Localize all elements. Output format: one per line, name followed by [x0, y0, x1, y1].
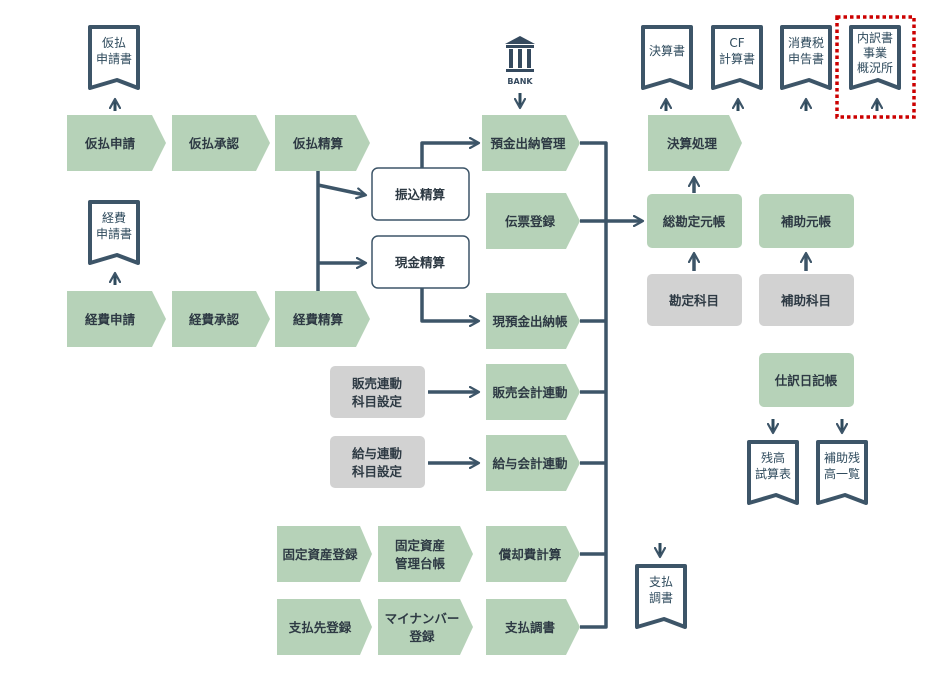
- label-karibarai-shinsei: 仮払申請: [84, 136, 136, 151]
- process-shiharai-chosho: [486, 599, 580, 655]
- doclabel-keihi-1: 経費: [102, 210, 126, 225]
- label-mynumber-toroku-2: 登録: [408, 629, 435, 644]
- box-furikomi-seisan: [371, 167, 470, 221]
- doc-shohizei-shinkokusho: [780, 25, 832, 90]
- master-hanbai-settei: [330, 366, 425, 418]
- doclabel-shiharai-2: 調書: [649, 591, 673, 605]
- doclabel-shiharai-1: 支払: [649, 575, 673, 589]
- label-denpyo-toroku: 伝票登録: [505, 214, 556, 229]
- label-kanjo-kamoku: 勘定科目: [669, 293, 719, 308]
- doclabel-zandaka-1: 残高: [761, 450, 785, 465]
- label-sokanjo-motocho: 総勘定元帳: [663, 214, 726, 229]
- box-genkin-seisan: [371, 235, 470, 289]
- process-keihi-shonin: [172, 291, 270, 347]
- document-arrows: [115, 93, 877, 556]
- doclabel-cf-1: CF: [729, 36, 744, 50]
- label-hanbai-settei-2: 科目設定: [352, 394, 403, 409]
- doclabel-hojo-zandaka-2: 高一覧: [824, 466, 860, 481]
- label-shiharai-chosho: 支払調書: [504, 620, 556, 635]
- label-kyuyo-settei-1: 給与連動: [352, 446, 402, 461]
- label-hojo-motocho: 補助元帳: [780, 214, 832, 229]
- label-kotei-shisan-toroku: 固定資産登録: [282, 547, 358, 562]
- highlight-frame: [835, 15, 916, 119]
- label-hanbai-renkei: 販売会計連動: [492, 385, 567, 400]
- doclabel-karibarai-2: 申請書: [96, 52, 132, 66]
- process-nodes: [67, 115, 854, 655]
- doclabel-kessansho: 決算書: [649, 43, 685, 58]
- doclabel-shohizei-1: 消費税: [788, 35, 824, 50]
- label-shiharaisaki-toroku: 支払先登録: [288, 620, 352, 635]
- process-karibarai-seisan: [275, 115, 370, 171]
- label-hojo-kamoku: 補助科目: [780, 293, 831, 308]
- process-mynumber-toroku: [378, 599, 473, 655]
- process-kyuyo-renkei: [486, 435, 580, 491]
- settlement-boxes: [371, 167, 470, 289]
- label-keihi-shinsei: 経費申請: [85, 312, 136, 327]
- document-icons: [88, 25, 901, 629]
- process-shiwake-nikkicho: [759, 353, 854, 407]
- label-kessan-shori: 決算処理: [667, 136, 718, 151]
- label-shiwake-nikkicho: 仕訳日記帳: [774, 373, 838, 388]
- connector-lines: [316, 143, 806, 629]
- label-hanbai-settei-1: 販売連動: [352, 376, 402, 391]
- doclabel-hojo-zandaka-1: 補助残: [824, 451, 860, 465]
- process-karibarai-shinsei: [67, 115, 166, 171]
- doc-zandaka-shisanhyo: [747, 440, 799, 505]
- label-furikomi-seisan: 振込精算: [395, 187, 446, 202]
- label-kotei-shisan-kanri-2: 管理台帳: [395, 556, 446, 571]
- process-denpyo-toroku: [486, 193, 580, 249]
- label-kyuyo-renkei: 給与会計連動: [492, 456, 567, 471]
- process-hanbai-renkei: [486, 364, 580, 420]
- label-shokyakuhi: 償却費計算: [498, 547, 562, 562]
- process-kotei-shisan-kanri: [378, 526, 473, 582]
- master-hojo-kamoku: [759, 274, 854, 326]
- process-shiharaisaki-toroku: [277, 599, 372, 655]
- document-labels: 仮払 申請書 経費 申請書 決算書 CF 計算書 消費税 申告書 内訳書 事業 …: [96, 30, 893, 605]
- bank-icon: BANK: [505, 36, 535, 86]
- label-kyuyo-settei-2: 科目設定: [352, 464, 403, 479]
- doclabel-karibarai-1: 仮払: [102, 36, 126, 50]
- process-genyokin-suito: [486, 293, 580, 349]
- doclabel-cf-2: 計算書: [719, 51, 755, 66]
- process-labels: 仮払申請 仮払承認 仮払精算 経費申請 経費承認 経費精算 振込精算 現金精算 …: [84, 136, 838, 644]
- process-shokyakuhi: [486, 526, 580, 582]
- doclabel-uchiwake-3: 概況所: [857, 60, 893, 75]
- doc-karibarai-shinseisho: [88, 25, 140, 90]
- label-keihi-seisan: 経費精算: [293, 312, 344, 327]
- bank-label: BANK: [507, 77, 533, 86]
- label-genkin-seisan: 現金精算: [395, 255, 446, 270]
- label-mynumber-toroku-1: マイナンバー: [385, 611, 460, 626]
- label-yokin-suito: 預金出納管理: [490, 136, 566, 151]
- process-yokin-suito: [482, 115, 580, 171]
- master-nodes: [330, 274, 854, 488]
- doclabel-zandaka-2: 試算表: [755, 466, 791, 481]
- process-hojo-motocho: [759, 194, 854, 248]
- master-labels: 販売連動 科目設定 給与連動 科目設定 勘定科目 補助科目: [352, 293, 831, 479]
- process-keihi-shinsei: [67, 291, 166, 347]
- process-kessan-shori: [648, 115, 742, 171]
- doclabel-keihi-2: 申請書: [96, 227, 132, 241]
- master-kanjo-kamoku: [647, 274, 742, 326]
- doclabel-shohizei-2: 申告書: [788, 52, 824, 66]
- doc-kessansho: [641, 25, 693, 90]
- process-kotei-shisan-toroku: [277, 526, 372, 582]
- doc-uchiwakesho: [849, 25, 901, 90]
- process-sokanjo-motocho: [647, 194, 742, 248]
- doc-hojo-zandaka: [816, 440, 868, 505]
- doc-shiharai-chosho: [635, 564, 687, 629]
- label-karibarai-shonin: 仮払承認: [188, 136, 240, 151]
- doc-keihi-shinseisho: [88, 200, 140, 265]
- label-keihi-shonin: 経費承認: [189, 312, 240, 327]
- doc-cf-keisansho: [711, 25, 763, 90]
- label-karibarai-seisan: 仮払精算: [292, 136, 344, 151]
- label-genyokin-suito: 現預金出納帳: [492, 314, 568, 329]
- doclabel-uchiwake-1: 内訳書: [857, 30, 893, 45]
- process-keihi-seisan: [275, 291, 370, 347]
- doclabel-uchiwake-2: 事業: [863, 46, 887, 60]
- master-kyuyo-settei: [330, 436, 425, 488]
- process-karibarai-shonin: [172, 115, 270, 171]
- label-kotei-shisan-kanri-1: 固定資産: [395, 538, 445, 553]
